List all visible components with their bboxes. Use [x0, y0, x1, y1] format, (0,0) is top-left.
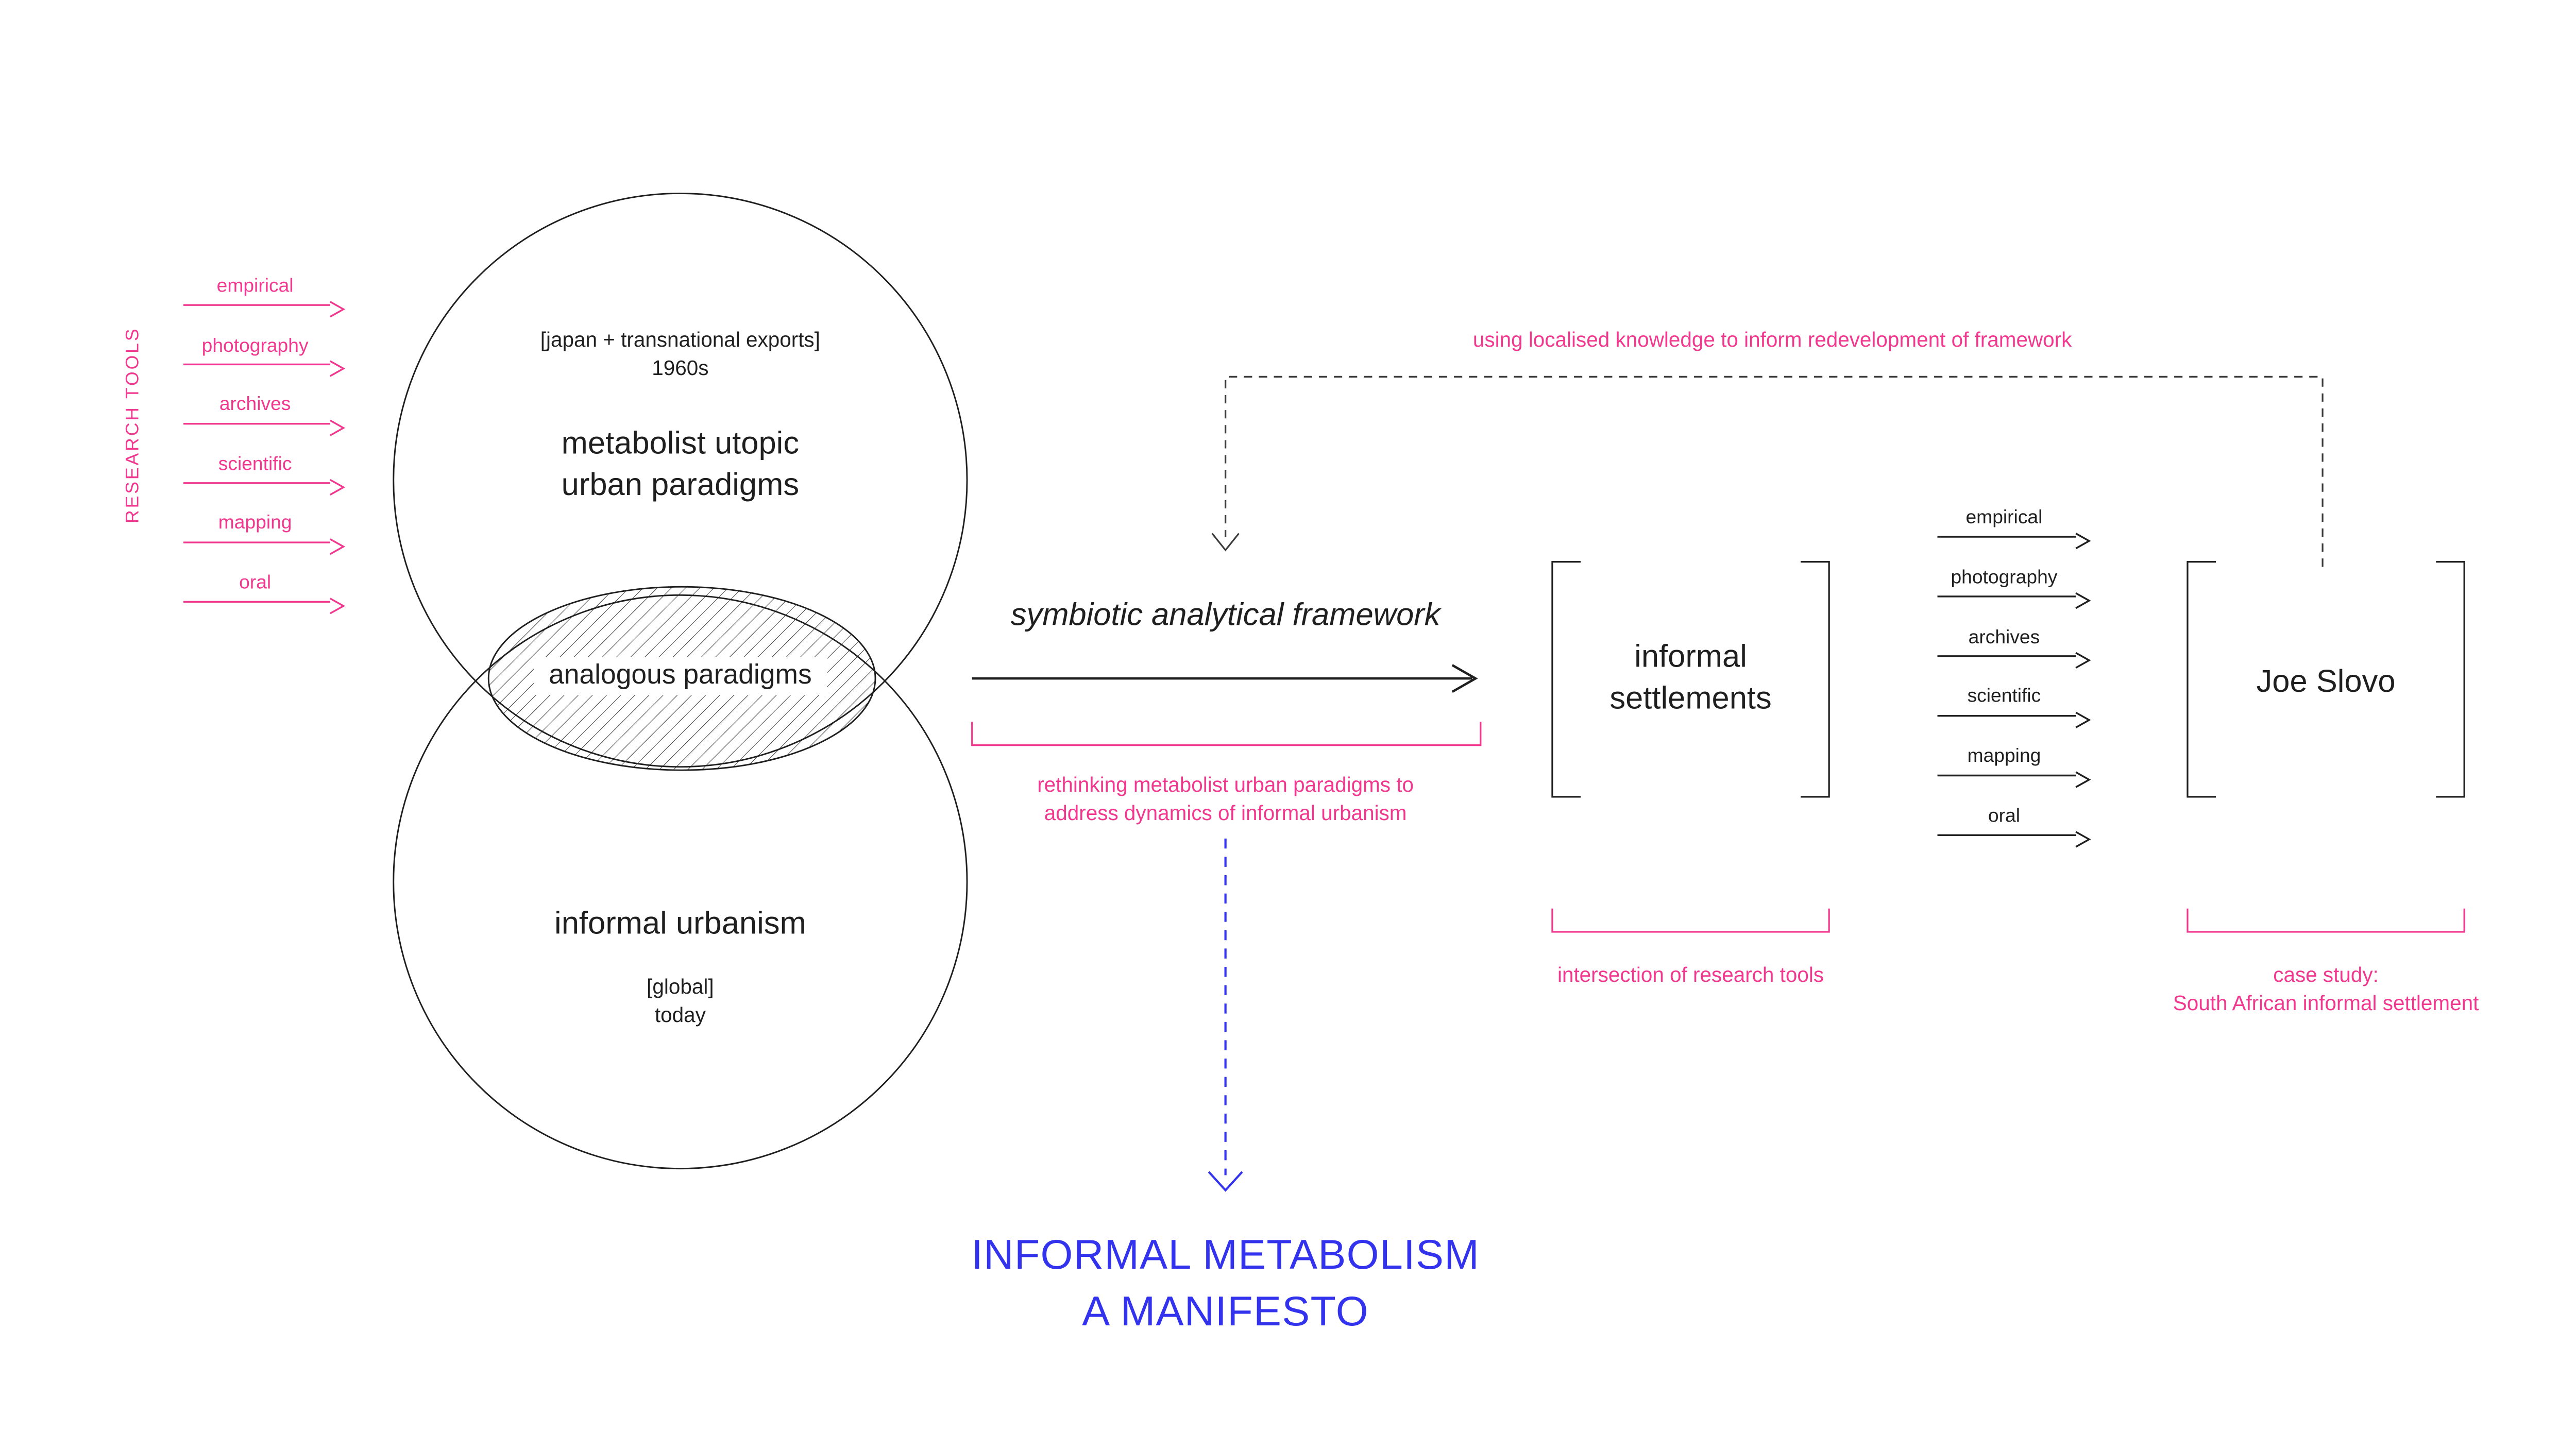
transfer-tool-arrowhead-icon-empirical [2075, 533, 2091, 550]
transfer-tool-arrowhead-icon-archives [2075, 652, 2091, 669]
research-tool-arrowhead-icon-empirical [329, 301, 346, 318]
research-tool-label-photography: photography [201, 336, 309, 356]
research-tool-arrowhead-icon-scientific [329, 479, 346, 496]
intersection-caption: intersection of research tools [1557, 963, 1824, 987]
manifesto-line1: INFORMAL METABOLISM [971, 1232, 1480, 1279]
transfer-tool-arrowhead-icon-mapping [2075, 771, 2091, 788]
informal-settlements-title: informal settlements [1524, 637, 1857, 720]
research-tools-axis-label: RESEARCH TOOLS [123, 327, 144, 523]
framework-caption-line1: rethinking metabolist urban paradigms to [1037, 773, 1414, 797]
research-tool-label-oral: oral [239, 573, 272, 594]
framework-arrowhead-icon [1451, 664, 1478, 693]
manifesto-title: INFORMAL METABOLISM A MANIFESTO [892, 1227, 1559, 1340]
joe-slovo-title: Joe Slovo [2256, 665, 2396, 701]
research-tool-arrowhead-icon-archives [329, 419, 346, 436]
transfer-tools-arrows [1937, 533, 2091, 848]
framework-title: symbiotic analytical framework [1010, 598, 1440, 634]
top-circle-title-line2: urban paradigms [561, 468, 800, 504]
bottom-circle-note-line2: today [654, 1003, 706, 1027]
research-tool-arrowhead-icon-photography [329, 360, 346, 377]
bottom-circle-note: [global] today [430, 974, 930, 1030]
manifesto-arrowhead-icon [1208, 1171, 1243, 1192]
research-tool-arrowhead-icon-mapping [329, 538, 346, 555]
manifesto-line2: A MANIFESTO [1082, 1288, 1369, 1336]
feedback-loop-label: using localised knowledge to inform rede… [1472, 328, 2072, 352]
bottom-circle-note-line1: [global] [647, 975, 714, 999]
transfer-tool-arrowhead-icon-photography [2075, 592, 2091, 609]
framework-caption: rethinking metabolist urban paradigms to… [934, 772, 1517, 827]
transfer-tool-label-oral: oral [1988, 807, 2021, 827]
framework-caption-brace [971, 722, 1482, 746]
transfer-tool-label-mapping: mapping [1967, 747, 2041, 768]
case-study-caption-line2: South African informal settlement [2173, 991, 2479, 1015]
bottom-circle-title: informal urbanism [554, 907, 806, 942]
research-tool-arrowhead-icon-oral [329, 598, 346, 615]
case-study-caption-brace [2187, 908, 2465, 933]
overlap-label: analogous paradigms [533, 657, 827, 695]
research-tool-label-mapping: mapping [218, 514, 292, 534]
informal-settlements-title-line1: informal [1634, 640, 1747, 675]
transfer-tool-label-scientific: scientific [1967, 687, 2041, 708]
case-study-caption: case study: South African informal settl… [2076, 962, 2576, 1017]
informal-settlements-left-bracket [1551, 560, 1581, 798]
transfer-tool-arrowhead-icon-scientific [2075, 711, 2091, 728]
intersection-caption-brace [1551, 908, 1830, 933]
informal-settlements-title-line2: settlements [1609, 681, 1772, 717]
framework-caption-line2: address dynamics of informal urbanism [1044, 801, 1407, 825]
top-circle-title-line1: metabolist utopic [561, 427, 800, 462]
transfer-tool-label-empirical: empirical [1965, 508, 2043, 529]
research-tool-label-archives: archives [219, 395, 291, 416]
top-circle-note-line1: [japan + transnational exports] [540, 328, 820, 352]
top-circle-note: [japan + transnational exports] 1960s [430, 327, 930, 383]
joe-slovo-right-bracket [2436, 560, 2465, 798]
transfer-tool-label-archives: archives [1968, 627, 2040, 648]
joe-slovo-left-bracket [2187, 560, 2216, 798]
feedback-loop-arrowhead-icon [1211, 533, 1240, 552]
top-circle-note-line2: 1960s [652, 356, 709, 380]
top-circle-title: metabolist utopic urban paradigms [430, 423, 930, 507]
research-tools-arrows [183, 301, 346, 615]
transfer-tool-arrowhead-icon-oral [2075, 831, 2091, 848]
case-study-caption-line1: case study: [2273, 963, 2379, 987]
research-tool-label-empirical: empirical [216, 277, 294, 297]
transfer-tool-label-photography: photography [1951, 568, 2058, 588]
research-tool-label-scientific: scientific [218, 454, 292, 475]
feedback-loop-dashed-path [1225, 376, 2324, 567]
informal-settlements-right-bracket [1801, 560, 1830, 798]
